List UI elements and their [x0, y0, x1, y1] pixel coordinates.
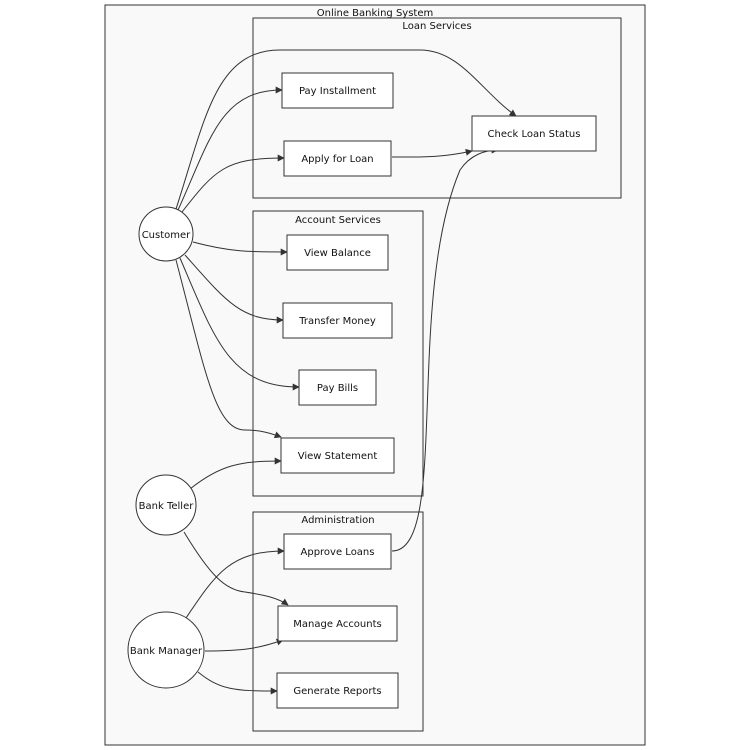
- edge-customer-pay-bills: [179, 257, 300, 391]
- node-check-loan-status-label: Check Loan Status: [488, 129, 581, 140]
- edges: [175, 49, 517, 695]
- actor-customer[interactable]: [138, 206, 194, 262]
- actor-bank-teller[interactable]: [135, 474, 197, 536]
- edge-customer-view-statement: [175, 259, 282, 439]
- node-pay-bills-label: Pay Bills: [317, 383, 358, 394]
- node-pay-installment-label: Pay Installment: [299, 86, 376, 97]
- node-view-statement[interactable]: [280, 437, 395, 474]
- edge-teller-view-statement: [189, 457, 282, 490]
- actor-bank-teller-label: Bank Teller: [139, 501, 195, 512]
- node-manage-accounts-label: Manage Accounts: [293, 619, 382, 630]
- node-pay-bills[interactable]: [298, 369, 377, 406]
- account-services-title: Account Services: [295, 215, 381, 226]
- node-view-balance[interactable]: [286, 234, 389, 271]
- node-generate-reports-label: Generate Reports: [293, 686, 381, 697]
- node-check-loan-status[interactable]: [471, 115, 597, 152]
- node-approve-loans-label: Approve Loans: [301, 547, 375, 558]
- edge-manager-approve-loans: [185, 547, 285, 619]
- node-apply-for-loan[interactable]: [283, 140, 392, 177]
- edge-approve-loans-check-status: [391, 146, 499, 552]
- edge-customer-pay-installment: [177, 86, 283, 211]
- node-approve-loans[interactable]: [283, 533, 392, 570]
- edge-teller-manage-accounts: [183, 531, 289, 606]
- actor-bank-manager[interactable]: [127, 611, 205, 689]
- actor-customer-label: Customer: [142, 230, 191, 241]
- edge-customer-check-status: [175, 49, 517, 210]
- edge-manager-manage-accounts: [204, 638, 284, 652]
- edge-manager-generate-reports: [197, 671, 278, 695]
- system-title: Online Banking System: [317, 8, 433, 19]
- edge-customer-transfer-money: [184, 254, 284, 324]
- node-pay-installment[interactable]: [281, 72, 394, 109]
- edge-customer-view-balance: [192, 241, 288, 256]
- node-view-statement-label: View Statement: [298, 451, 378, 462]
- node-transfer-money[interactable]: [282, 302, 393, 339]
- node-manage-accounts[interactable]: [277, 605, 398, 642]
- node-view-balance-label: View Balance: [304, 248, 371, 259]
- node-generate-reports[interactable]: [276, 672, 399, 709]
- edge-apply-loan-check-status: [391, 148, 473, 158]
- loan-services-title: Loan Services: [402, 21, 471, 32]
- administration-title: Administration: [301, 515, 374, 526]
- actor-bank-manager-label: Bank Manager: [130, 646, 203, 657]
- edge-customer-apply-loan: [181, 154, 285, 213]
- node-transfer-money-label: Transfer Money: [298, 316, 376, 327]
- node-apply-for-loan-label: Apply for Loan: [301, 154, 373, 165]
